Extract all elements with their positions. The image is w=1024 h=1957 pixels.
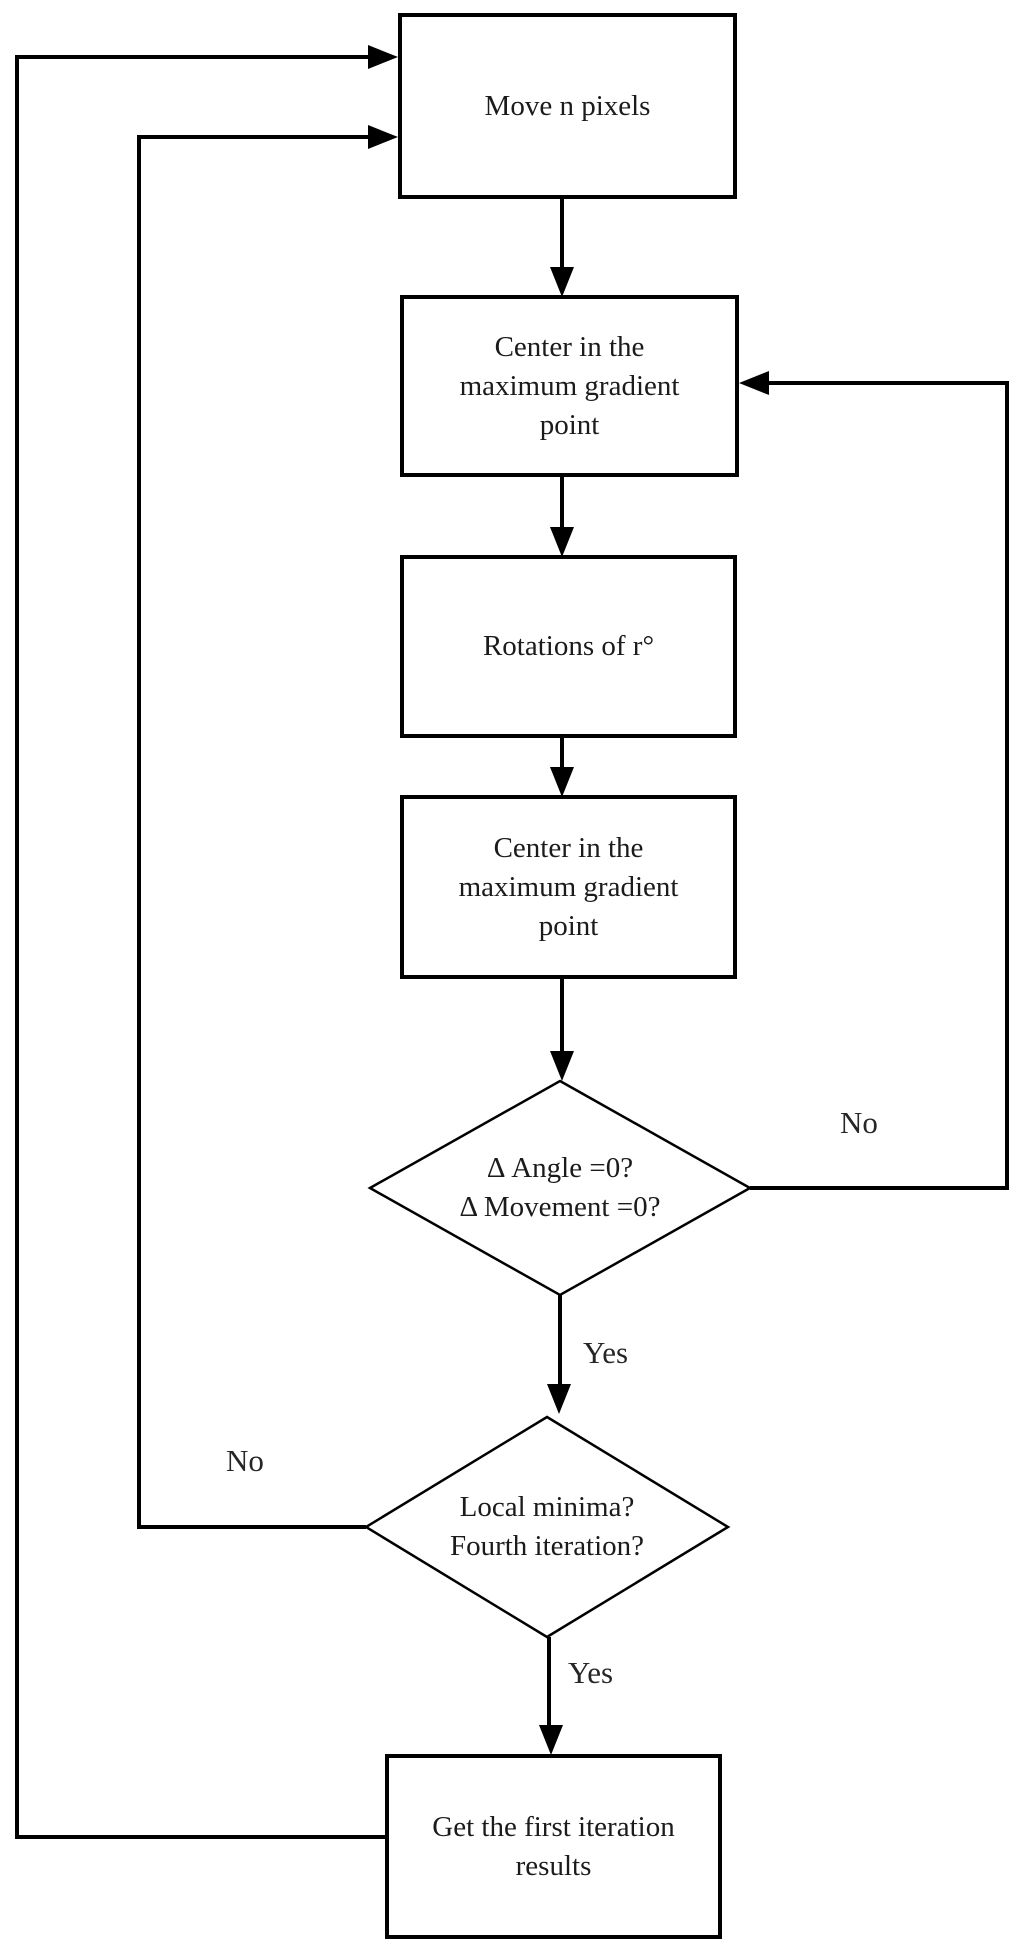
process-box-first-iteration-results	[385, 1754, 722, 1939]
arrowhead-down-into-minima-decision	[547, 1384, 571, 1414]
arrowhead-down-into-rotations	[550, 527, 574, 557]
process-box-rotations	[400, 555, 737, 738]
decision-diamond-local-minima	[363, 1415, 731, 1639]
process-box-center-max-gradient-2	[400, 795, 737, 979]
arrowhead-down-into-results	[539, 1725, 563, 1755]
process-box-move-n-pixels	[398, 13, 737, 199]
arrowhead-down-into-center2	[550, 767, 574, 797]
decision-diamond-angle-movement	[367, 1079, 753, 1297]
arrowhead-down-into-center1	[550, 267, 574, 297]
arrowhead-right-into-move-upper	[368, 45, 398, 69]
arrowhead-down-into-angle-decision	[550, 1051, 574, 1081]
connector-angle-no-right-loop	[750, 381, 1009, 1190]
arrowhead-right-into-move-lower	[368, 125, 398, 149]
arrowhead-left-into-center1	[739, 371, 769, 395]
connector-results-outer-loop	[15, 55, 387, 1839]
connector-minima-no-left-loop	[137, 135, 368, 1529]
process-box-center-max-gradient-1	[400, 295, 739, 477]
